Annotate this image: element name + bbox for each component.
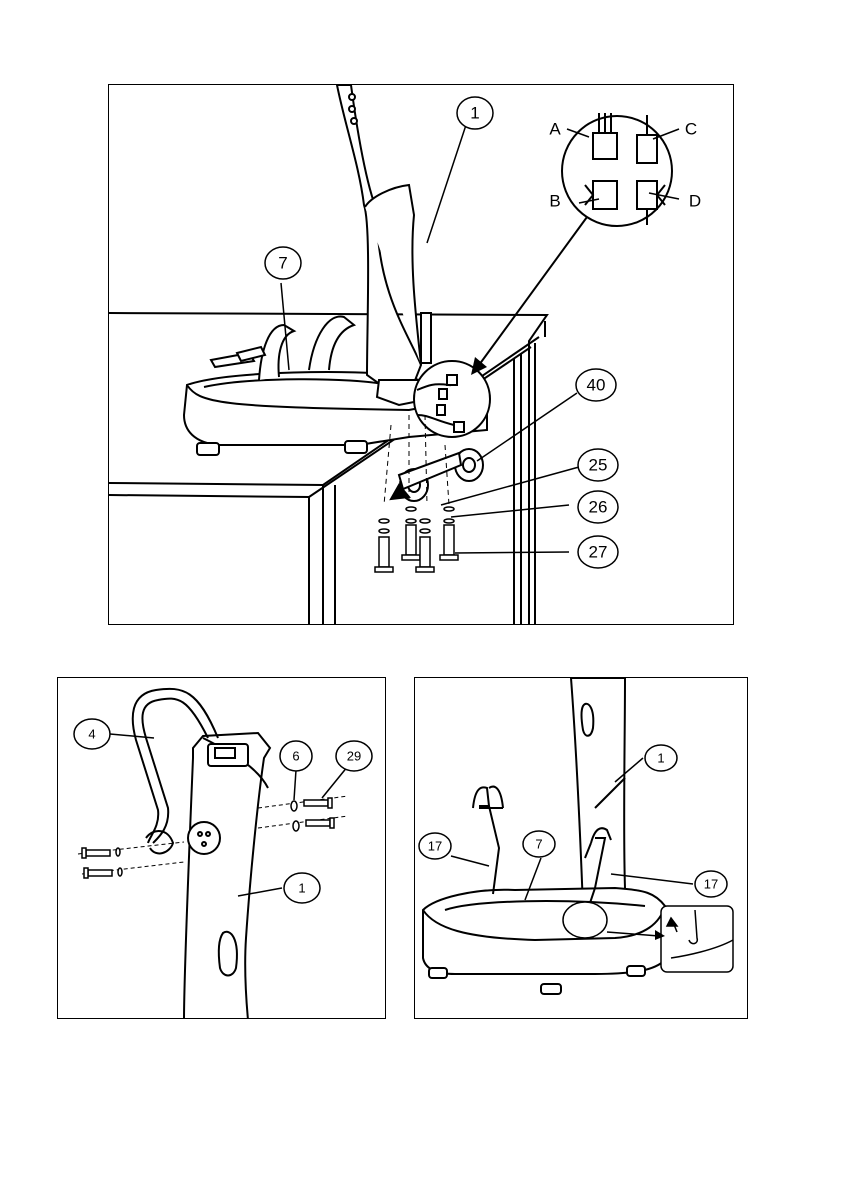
handlebar-assembly-drawing: 4 6 29 1: [58, 678, 386, 1019]
callout-27: 27: [578, 536, 618, 568]
callout-7: 7: [523, 831, 555, 857]
callout-29: 29: [336, 741, 372, 771]
column: [184, 733, 270, 1019]
callout-7: 7: [265, 247, 301, 279]
callout-4-label: 4: [88, 727, 95, 742]
callout-27-label: 27: [589, 543, 608, 562]
callout-17-right-label: 17: [704, 877, 718, 892]
callout-26-label: 26: [589, 498, 608, 517]
leader-lines: [451, 758, 693, 900]
callout-40-label: 40: [587, 376, 606, 395]
callout-25-label: 25: [589, 456, 608, 475]
callout-17-left: 17: [419, 833, 451, 859]
connector-letter-d: D: [689, 192, 701, 211]
callout-40: 40: [576, 369, 616, 401]
screws-washers: [375, 507, 458, 572]
connector-letter-c: C: [685, 120, 697, 139]
assembly-diagram-straps: 1 17 7 17: [414, 677, 748, 1019]
magnifier-pointer: [479, 217, 587, 365]
callout-4: 4: [74, 719, 110, 749]
transport-wheels: [391, 449, 483, 501]
assembly-diagram-handlebar: 4 6 29 1: [57, 677, 386, 1019]
callout-1: 1: [645, 745, 677, 771]
callout-29-label: 29: [347, 749, 361, 764]
base-column-assembly-drawing: 1 7 40 25 26 27 A B C D: [109, 85, 734, 625]
connector-magnifier: [562, 113, 672, 226]
assembly-diagram-top: 1 7 40 25 26 27 A B C D: [108, 84, 734, 625]
callout-26: 26: [578, 491, 618, 523]
connector-letter-a: A: [549, 120, 561, 139]
callout-1-label: 1: [657, 751, 664, 766]
callout-7-label: 7: [535, 837, 542, 852]
callout-1-label: 1: [470, 104, 479, 123]
vibration-plate-base: [423, 888, 665, 994]
callout-1: 1: [284, 873, 320, 903]
callout-1: 1: [457, 97, 493, 129]
column: [337, 85, 439, 405]
straps-assembly-drawing: 1 17 7 17: [415, 678, 748, 1019]
callout-7-label: 7: [278, 254, 287, 273]
callout-17-right: 17: [695, 871, 727, 897]
callout-17-left-label: 17: [428, 839, 442, 854]
callout-25: 25: [578, 449, 618, 481]
callout-1-label: 1: [298, 881, 305, 896]
callout-6: 6: [280, 741, 312, 771]
connector-letter-b: B: [549, 192, 560, 211]
callout-6-label: 6: [292, 749, 299, 764]
